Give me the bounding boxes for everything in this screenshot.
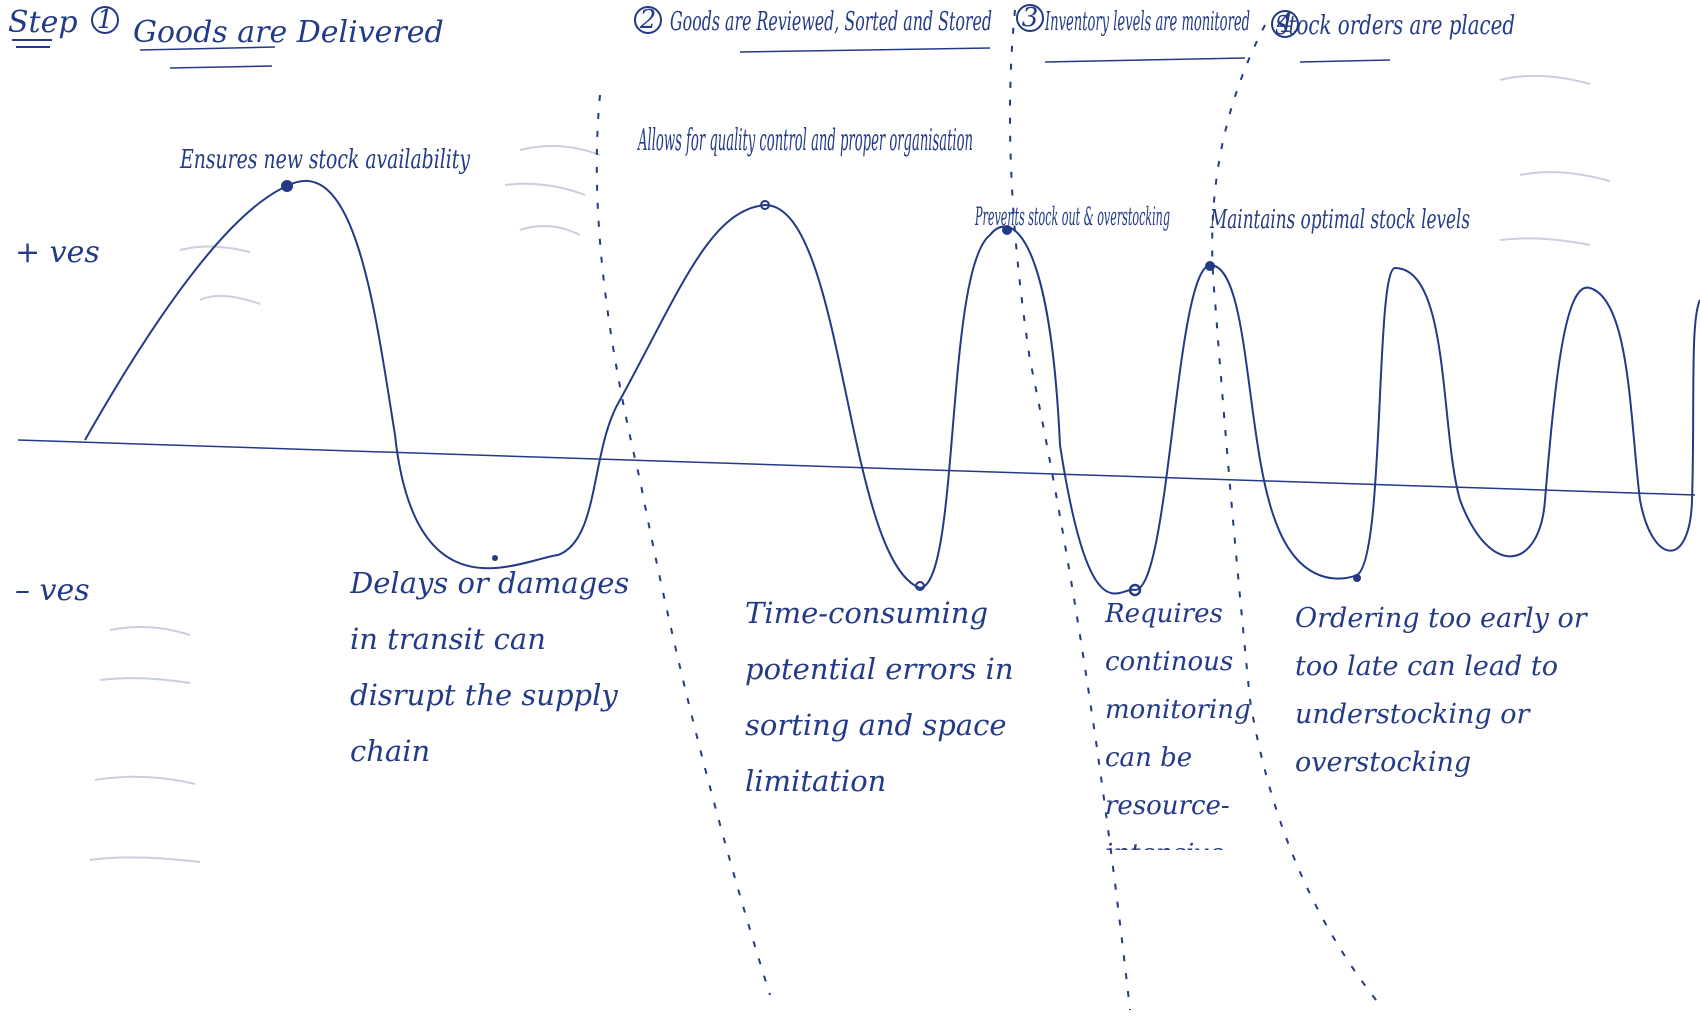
positive-note-step-2: Allows for quality control and proper or… (637, 123, 973, 158)
title-underlines (139, 46, 1391, 69)
wave-curve (84, 179, 1700, 595)
step-1-title: 1 Goods are Delivered (91, 5, 444, 50)
positive-note-step-3: Prevents stock out & overstocking (975, 202, 1170, 231)
step-4-number: 4 (1276, 9, 1294, 39)
divider-step-1-2 (595, 94, 771, 996)
step-3-negative-dot (1128, 583, 1142, 597)
step-word: Step (8, 5, 78, 40)
marker-dots (281, 180, 1361, 597)
step-2-title: 2 Goods are Reviewed, Sorted and Stored (634, 5, 992, 37)
positive-note-4-text: Maintains optimal stock levels (1209, 205, 1470, 235)
positive-note-3-text: Prevents stock out & overstocking (975, 202, 1170, 231)
negative-note-step-2: Time-consuming potential errors in sorti… (745, 596, 1014, 798)
step-4-title: 4 Stock orders are placed (1271, 9, 1515, 41)
step-2-negative-dot (915, 581, 925, 591)
baseline-axis (17, 439, 1696, 496)
step-1-positive-dot (281, 180, 293, 192)
positive-note-step-1: Ensures new stock availability (179, 145, 470, 175)
positive-note-1-text: Ensures new stock availability (179, 145, 470, 175)
positive-axis-label: + ves (15, 235, 100, 270)
negative-note-step-3: Requires continous monitoring can be res… (1105, 599, 1251, 850)
step-1-number: 1 (97, 5, 114, 35)
positive-note-2-text: Allows for quality control and proper or… (637, 123, 973, 158)
step-2-number: 2 (639, 5, 657, 35)
negative-note-1-text: Delays or damages in transit can disrupt… (350, 566, 630, 768)
step-2-title-text: Goods are Reviewed, Sorted and Stored (670, 7, 992, 37)
erased-marks (89, 74, 1611, 863)
step-4-title-text: Stock orders are placed (1275, 11, 1515, 41)
divider-step-3-4 (1211, 24, 1381, 1006)
negative-note-2-text: Time-consuming potential errors in sorti… (745, 596, 1014, 798)
step-3-positive-dot (1002, 225, 1012, 235)
negative-note-step-1: Delays or damages in transit can disrupt… (350, 566, 630, 768)
divider-step-2-3 (1009, 9, 1131, 1011)
step-3-title: 3 Inventory levels are monitored (1016, 3, 1250, 37)
step-3-title-text: Inventory levels are monitored (1044, 7, 1250, 37)
step-header: Step (8, 5, 78, 48)
negative-note-4-text: Ordering too early or too late can lead … (1295, 603, 1587, 778)
negative-note-step-4: Ordering too early or too late can lead … (1295, 603, 1587, 778)
step-3-number: 3 (1022, 3, 1039, 33)
negative-axis-label: – ves (15, 573, 90, 608)
step-1-title-text: Goods are Delivered (133, 15, 444, 50)
negative-note-3-text: Requires continous monitoring can be res… (1105, 599, 1251, 850)
positive-note-step-4: Maintains optimal stock levels (1209, 205, 1470, 235)
step-dividers (595, 9, 1381, 1011)
step-4-positive-dot (1205, 261, 1215, 271)
step-4-negative-dot (1353, 574, 1361, 582)
step-2-positive-dot (760, 200, 770, 210)
step-1-negative-dot (492, 555, 498, 561)
